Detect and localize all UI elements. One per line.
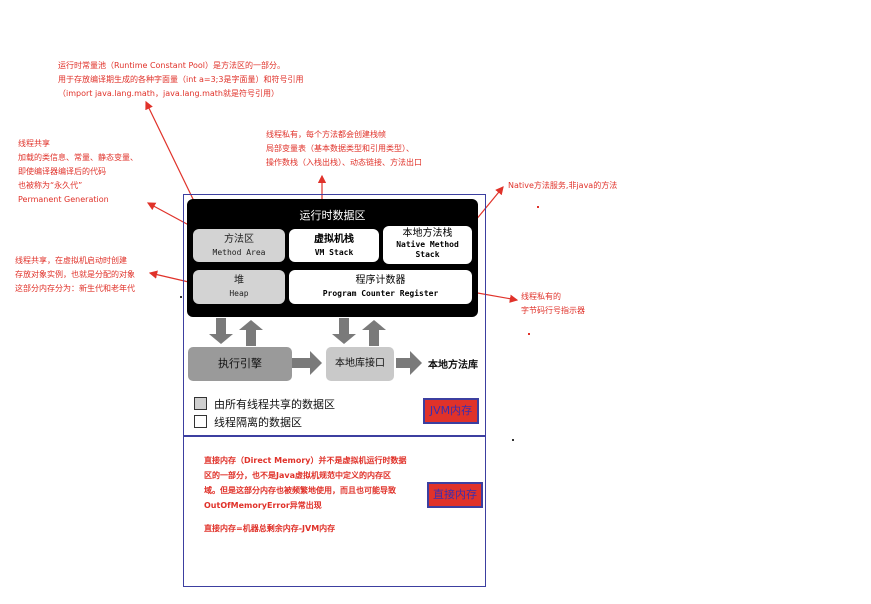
pc-register-box: 程序计数器 Program Counter Register [289, 270, 472, 304]
native-stack-cn: 本地方法栈 [402, 228, 453, 239]
note-pc-register: 线程私有的 字节码行号指示器 [521, 292, 585, 315]
legend-shared-swatch [194, 397, 207, 410]
stray-dot [512, 439, 514, 441]
execution-engine-box: 执行引擎 [188, 347, 292, 381]
stray-dot [528, 333, 530, 335]
arrow-pc [471, 291, 519, 303]
legend-isolated-swatch [194, 415, 207, 428]
panel-title: 运行时数据区 [299, 209, 366, 222]
vm-stack-en: VM Stack [314, 248, 354, 257]
right-arrow-2 [396, 351, 422, 375]
jvm-memory-frame [183, 194, 486, 436]
native-interface-label: 本地库接口 [335, 358, 385, 369]
pc-en: Program Counter Register [322, 289, 439, 298]
note-vm-stack: 线程私有，每个方法都会创建栈帧 局部变量表（基本数据类型和引用类型）、 操作数栈… [266, 130, 422, 167]
native-stack-box: 本地方法栈 Native Method Stack [383, 226, 472, 264]
legend-shared-label: 由所有线程共享的数据区 [214, 398, 335, 411]
native-stack-en2: Stack [415, 250, 440, 259]
method-area-en: Method Area [212, 248, 266, 257]
up-arrow-right [362, 320, 386, 346]
vm-stack-cn: 虚拟机栈 [314, 234, 354, 245]
up-arrow-left [239, 320, 263, 346]
jvm-memory-badge: JVM内存 [423, 398, 479, 424]
native-stack-en1: Native Method [396, 240, 459, 249]
native-interface-box: 本地库接口 [326, 347, 394, 381]
down-arrow-left [209, 318, 233, 344]
native-library-label: 本地方法库 [428, 360, 478, 371]
vm-stack-box: 虚拟机栈 VM Stack [289, 229, 379, 262]
direct-memory-frame [183, 436, 486, 587]
note-native-stack: Native方法服务,非java的方法 [508, 181, 618, 190]
direct-memory-badge: 直接内存 [427, 482, 483, 508]
note-constant-pool: 运行时常量池（Runtime Constant Pool）是方法区的一部分。 用… [58, 61, 304, 98]
heap-box: 堆 Heap [193, 270, 285, 304]
right-arrow-1 [292, 351, 322, 375]
direct-memory-description: 直接内存（Direct Memory）并不是虚拟机运行时数据 区的一部分，也不是… [204, 456, 407, 510]
down-arrow-right [332, 318, 356, 344]
pc-cn: 程序计数器 [355, 275, 406, 286]
direct-memory-formula: 直接内存=机器总剩余内存-JVM内存 [204, 524, 336, 533]
stray-dot [180, 296, 182, 298]
execution-engine-label: 执行引擎 [218, 357, 262, 370]
arrow-heap [148, 270, 194, 284]
note-heap: 线程共享，在虚拟机启动时创建 存放对象实例，也就是分配的对象 这部分内存分为：新… [15, 256, 135, 293]
heap-cn: 堆 [234, 275, 244, 286]
heap-en: Heap [229, 289, 249, 298]
method-area-cn: 方法区 [224, 234, 254, 245]
stray-dot [537, 206, 539, 208]
note-method-area: 线程共享 加载的类信息、常量、静态变量、 即使编译器编译后的代码 也被称为“永久… [18, 139, 138, 204]
method-area-box: 方法区 Method Area [193, 229, 285, 262]
legend-isolated-label: 线程隔离的数据区 [214, 416, 302, 429]
